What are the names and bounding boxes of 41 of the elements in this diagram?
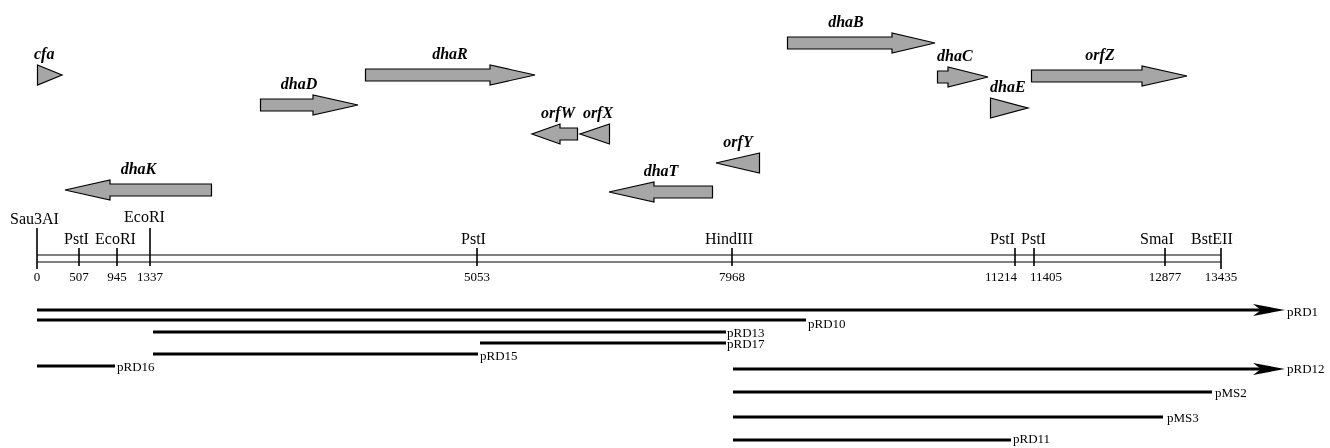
clone-name: pRD11 <box>1013 432 1051 446</box>
gene-label: dhaB <box>828 13 864 30</box>
position-number: 13435 <box>1204 270 1238 284</box>
restriction-site-label: PstI <box>990 230 1015 247</box>
clone-name: pRD15 <box>480 349 518 363</box>
gene-label: dhaD <box>280 75 318 92</box>
gene-label: dhaR <box>432 45 468 62</box>
restriction-site-label: PstI <box>1021 230 1046 247</box>
restriction-site-label: EcoRI <box>124 208 165 225</box>
clone-name: pRD12 <box>1287 362 1325 376</box>
position-number: 507 <box>69 270 89 284</box>
restriction-site-label: SmaI <box>1140 230 1174 247</box>
gene-label: dhaE <box>990 78 1026 95</box>
clone-name: pRD16 <box>117 360 155 374</box>
restriction-site-label: EcoRI <box>95 230 136 247</box>
gene-label: orfW <box>541 104 575 121</box>
clone-name: pMS2 <box>1215 386 1247 400</box>
gene-label: cfa <box>34 45 55 62</box>
position-number: 5053 <box>464 270 490 284</box>
clone-name: pRD10 <box>808 317 846 331</box>
clone-name: pRD13 <box>727 326 765 340</box>
gene-label: orfX <box>582 104 614 121</box>
clone-name: pRD1 <box>1287 305 1319 319</box>
restriction-site-label: PstI <box>64 230 89 247</box>
gene-label: dhaC <box>937 47 973 64</box>
restriction-site-label: BstEII <box>1191 230 1233 247</box>
position-number: 7968 <box>719 270 745 284</box>
gene-label: dhaK <box>120 160 157 177</box>
position-number: 0 <box>33 270 41 284</box>
position-number: 11214 <box>985 270 1017 284</box>
position-number: 12877 <box>1148 270 1182 284</box>
clone-name: pMS3 <box>1167 411 1199 425</box>
restriction-site-label: PstI <box>461 230 486 247</box>
restriction-site-label: Sau3AI <box>10 210 59 227</box>
restriction-site-label: HindIII <box>705 230 753 247</box>
gene-label: dhaT <box>643 162 679 179</box>
position-number: 11405 <box>1030 270 1062 284</box>
gene-label: orfZ <box>1085 46 1115 63</box>
position-number: 1337 <box>137 270 163 284</box>
gene-label: orfY <box>723 133 753 150</box>
position-number: 945 <box>107 270 127 284</box>
